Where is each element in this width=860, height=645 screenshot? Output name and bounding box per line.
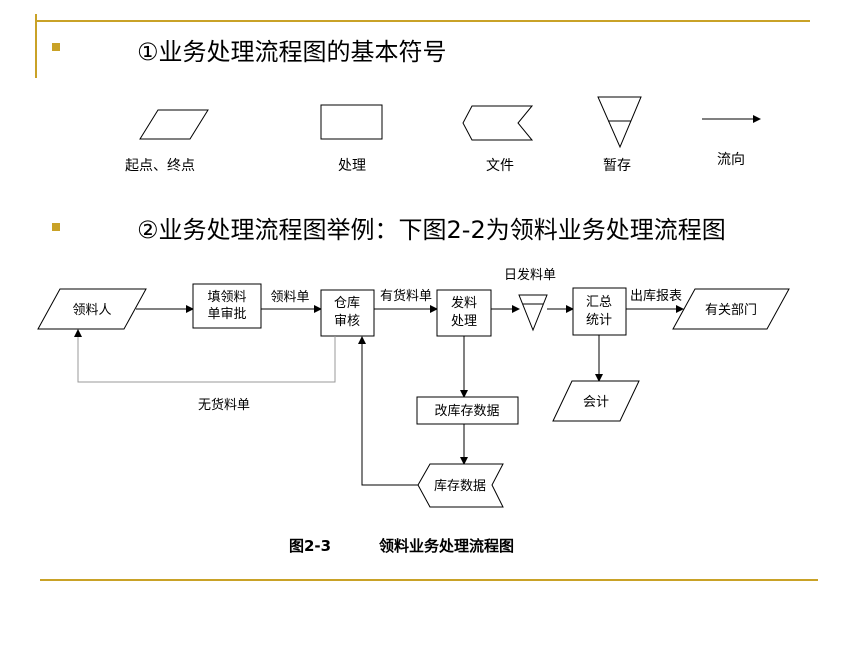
summary-node xyxy=(572,287,627,336)
modify-inventory-node xyxy=(416,396,519,425)
flow-inventory-to-warehouse xyxy=(358,336,418,486)
modify-inventory-label: 改库存数据 xyxy=(434,403,499,419)
accounting-label: 会计 xyxy=(583,395,609,410)
top-divider xyxy=(35,20,810,22)
left-accent-line xyxy=(35,14,37,78)
issue-line1: 发料 xyxy=(451,295,477,311)
legend-parallelogram-shape xyxy=(139,109,209,140)
departments-node xyxy=(672,288,790,330)
requester-label: 领料人 xyxy=(72,303,111,318)
warehouse-node xyxy=(320,289,375,337)
legend-flow-label: 流向 xyxy=(717,152,745,168)
legend-temp-storage-shape xyxy=(597,96,642,149)
legend-file-shape xyxy=(462,105,534,141)
legend-process-label: 处理 xyxy=(338,158,366,174)
outbound-report-label: 出库报表 xyxy=(630,288,682,304)
fill-form-node xyxy=(192,283,262,329)
daily-issue-label: 日发料单 xyxy=(504,267,556,283)
requester-node xyxy=(37,288,147,330)
issue-node xyxy=(436,289,492,337)
bullet-2 xyxy=(52,223,60,231)
departments-label: 有关部门 xyxy=(705,303,757,318)
heading-symbols: ①业务处理流程图的基本符号 xyxy=(137,38,447,66)
no-stock-label: 无货料单 xyxy=(198,397,250,413)
heading-example: ②业务处理流程图举例：下图2-2为领料业务处理流程图 xyxy=(137,216,726,244)
issue-line2: 处理 xyxy=(451,314,477,329)
fill-form-line2: 单审批 xyxy=(207,307,246,322)
flow-no-stock-loop xyxy=(74,329,336,383)
in-stock-label: 有货料单 xyxy=(380,288,432,304)
legend-temp-storage-label: 暂存 xyxy=(603,158,631,174)
summary-line1: 汇总 xyxy=(586,295,612,310)
bottom-divider xyxy=(40,579,818,581)
requisition-label: 领料单 xyxy=(270,290,309,305)
caption-title: 领料业务处理流程图 xyxy=(378,537,514,555)
legend-start-end-label: 起点、终点 xyxy=(125,158,195,174)
accounting-node xyxy=(552,380,640,422)
legend-file-label: 文件 xyxy=(486,158,514,174)
temp-storage-node xyxy=(518,294,548,332)
legend-process-shape xyxy=(320,104,383,140)
bullet-1 xyxy=(52,43,60,51)
caption-number: 图2-3 xyxy=(289,537,331,555)
warehouse-line2: 审核 xyxy=(334,314,360,329)
inventory-data-label: 库存数据 xyxy=(434,478,486,494)
warehouse-line1: 仓库 xyxy=(334,295,360,311)
summary-line2: 统计 xyxy=(586,313,612,328)
fill-form-line1: 填领料 xyxy=(207,290,246,305)
